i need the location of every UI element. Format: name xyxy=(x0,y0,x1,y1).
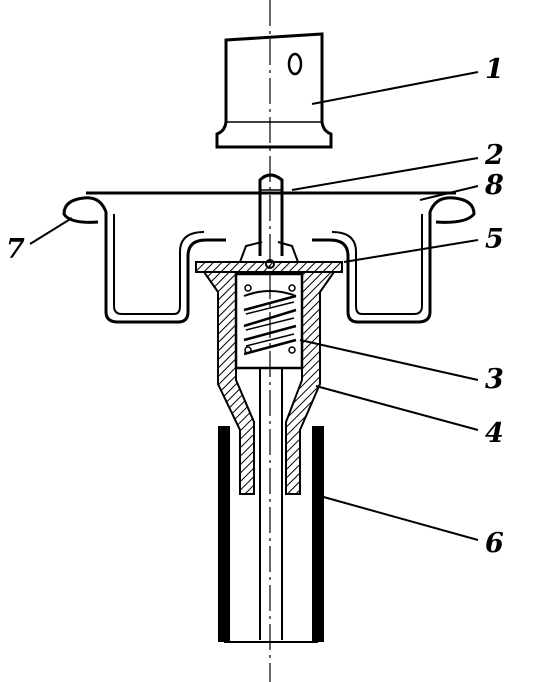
callout-8: 8 xyxy=(485,170,504,201)
callout-2: 2 xyxy=(485,140,504,171)
leader-7 xyxy=(29,217,73,245)
callout-4: 4 xyxy=(485,418,504,449)
callout-3: 3 xyxy=(485,364,504,395)
leader-lines xyxy=(29,71,479,541)
leader-3 xyxy=(299,339,479,381)
leader-2 xyxy=(291,157,479,191)
part-8-dish xyxy=(62,191,476,324)
callout-7: 7 xyxy=(6,234,25,265)
callout-1: 1 xyxy=(485,54,504,85)
callout-6: 6 xyxy=(485,528,504,559)
part-3-spring xyxy=(234,259,304,370)
part-6-tube xyxy=(218,426,324,643)
leader-8 xyxy=(419,185,479,201)
leader-6 xyxy=(319,495,479,541)
leader-4 xyxy=(315,385,479,431)
leader-1 xyxy=(311,71,479,105)
part-2-rod xyxy=(258,173,284,640)
part-1-cap xyxy=(215,32,333,149)
callout-5: 5 xyxy=(485,224,504,255)
leader-5 xyxy=(343,239,479,263)
